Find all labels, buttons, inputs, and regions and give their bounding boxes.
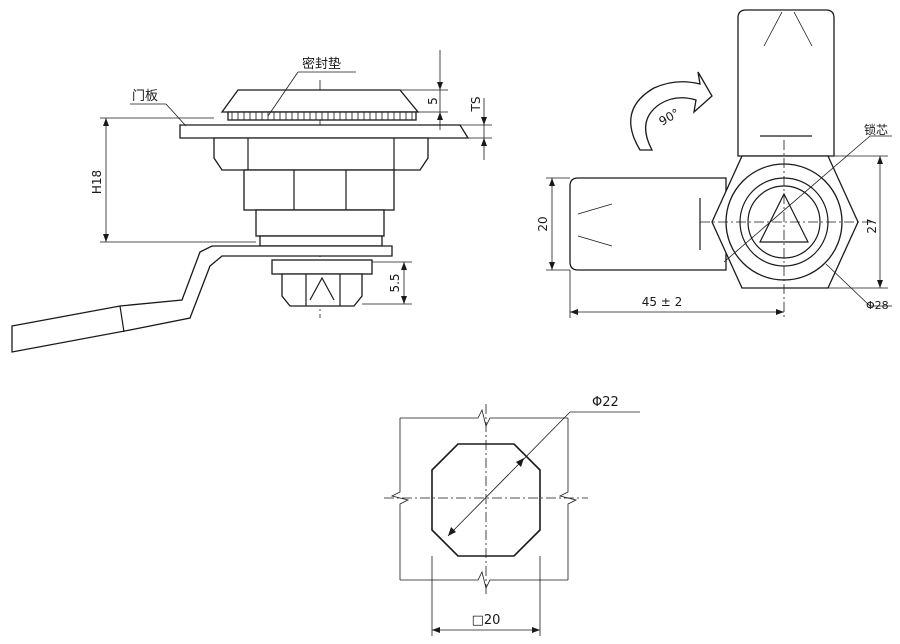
dim-5-5-label: 5.5 [388, 273, 402, 292]
cutout-left-break [390, 418, 410, 580]
front-view: 锁芯 Φ28 90° 20 27 45 ± 2 [536, 9, 892, 318]
screw-washer [271, 259, 373, 275]
hex-nut [243, 169, 395, 211]
dim-5-label: 5 [426, 97, 440, 105]
panel-cutout-view: Φ22 □20 [384, 395, 640, 636]
door-panel [179, 124, 470, 139]
dim-27-label: 27 [865, 218, 879, 233]
triangle-key [759, 192, 809, 243]
dim-20-label: 20 [536, 216, 550, 231]
lock-body [213, 137, 429, 171]
phi28-label: Φ28 [866, 299, 889, 312]
side-view: 5 TS H18 5.5 密封垫 门板 [11, 50, 492, 353]
shaft-collar [255, 209, 385, 237]
seal-gasket-label: 密封垫 [302, 56, 341, 72]
door-panel-label: 门板 [132, 89, 158, 104]
lock-core-label: 锁芯 [864, 122, 888, 137]
left-arm [569, 177, 727, 271]
washer [259, 235, 383, 247]
dim-sq20-label: □20 [472, 613, 501, 628]
lock-cap [220, 89, 420, 113]
dim-45-label: 45 ± 2 [642, 295, 683, 309]
rotation-label: 90° [657, 106, 682, 129]
phi22-leader [447, 411, 571, 537]
screw-head [281, 273, 363, 307]
cutout-bottom-break [400, 570, 568, 590]
rotated-arm [737, 9, 835, 157]
lock-core-leader [723, 135, 871, 263]
phi28-leader [825, 263, 871, 307]
cutout-right-break [558, 418, 578, 580]
cutout-top-break [400, 408, 568, 428]
rotation-arrow [630, 71, 713, 151]
cutout-shape [431, 443, 541, 557]
dim-h18-label: H18 [90, 170, 104, 194]
dim-ts-label: TS [469, 97, 483, 113]
phi22-label: Φ22 [592, 395, 619, 410]
cam-plate [11, 245, 393, 353]
